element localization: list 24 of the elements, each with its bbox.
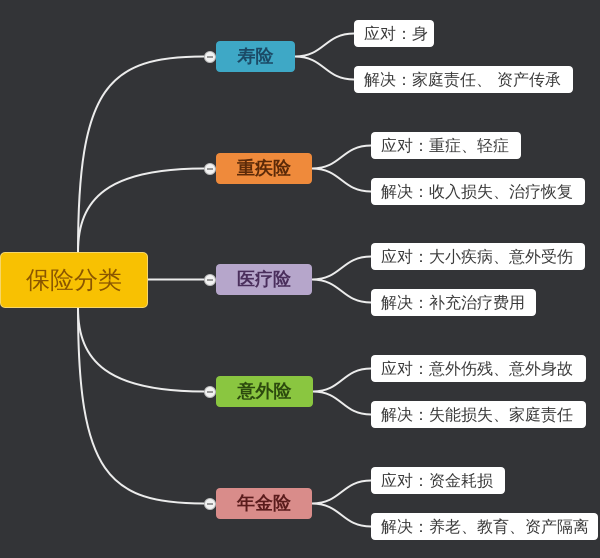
- subtopic-box: 解决：收入损失、治疗恢复: [371, 178, 585, 205]
- subtopic-box: 应对：大小疾病、意外受伤: [371, 243, 585, 270]
- subtopic-box: 解决：家庭责任、 资产传承: [354, 66, 573, 93]
- connector-line: [312, 502, 372, 528]
- connector-line: [312, 168, 372, 192]
- connector-line: [77, 308, 204, 504]
- subtopic-box: 解决：养老、教育、资产隔离: [371, 513, 598, 540]
- topic-box: 年金险: [216, 488, 312, 519]
- subtopic-box: 解决：补充治疗费用: [371, 289, 536, 316]
- topic-box: 意外险: [216, 376, 313, 407]
- connector-line: [148, 278, 204, 280]
- subtopic-box: 应对：重症、轻症: [371, 132, 521, 159]
- root-topic-box: 保险分类: [0, 252, 148, 308]
- topic-box: 重疾险: [216, 153, 312, 184]
- connector-line: [77, 168, 204, 252]
- connector-line: [312, 390, 372, 416]
- connector-line: [312, 278, 372, 304]
- subtopic-box: 应对：身: [354, 20, 434, 47]
- topic-box: 寿险: [216, 41, 295, 72]
- topic-box: 医疗险: [216, 264, 312, 295]
- subtopic-box: 解决：失能损失、家庭责任: [371, 401, 586, 428]
- connector-line: [294, 56, 354, 80]
- subtopic-box: 应对：意外伤残、意外身故: [371, 355, 586, 382]
- subtopic-box: 应对：资金耗损: [371, 467, 505, 494]
